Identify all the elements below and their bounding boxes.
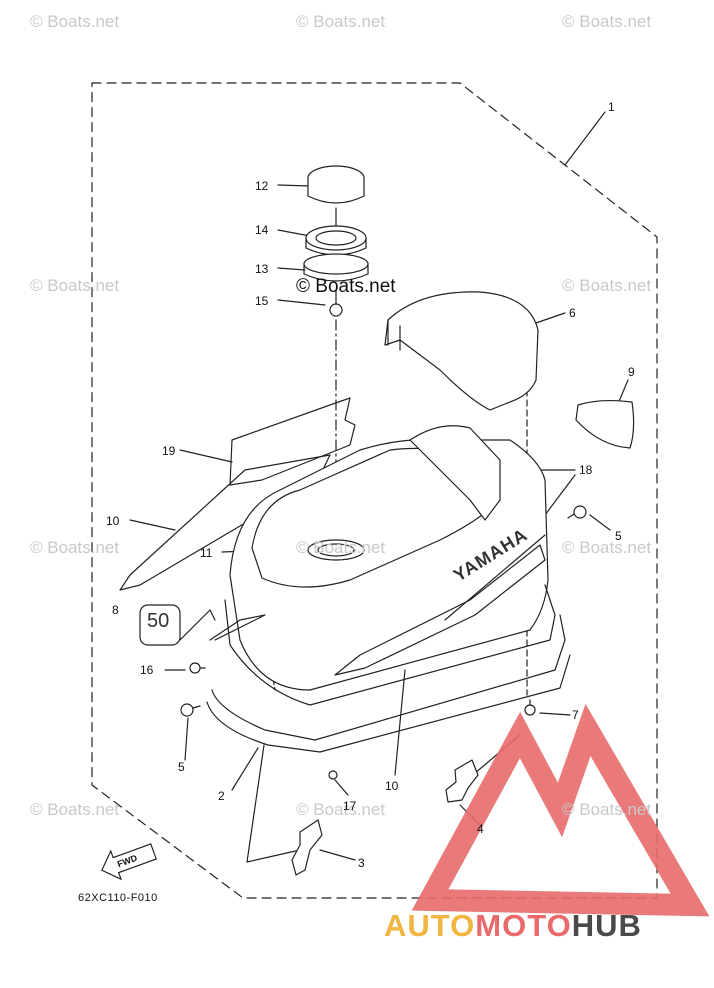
watermark: © Boats.net bbox=[30, 538, 120, 557]
callout-12: 12 bbox=[255, 179, 269, 193]
callout-9: 9 bbox=[628, 365, 635, 379]
callout-5: 5 bbox=[615, 529, 622, 543]
watermark: © Boats.net bbox=[30, 800, 120, 819]
callout-11: 11 bbox=[200, 546, 213, 560]
callout-19: 19 bbox=[162, 444, 176, 458]
watermark: © Boats.net bbox=[30, 276, 120, 295]
watermark: © Boats.net bbox=[296, 12, 386, 31]
watermark: © Boats.net bbox=[562, 800, 652, 819]
diagram-code: 62XC110-F010 bbox=[78, 892, 158, 904]
watermark: © Boats.net bbox=[562, 12, 652, 31]
brand-wordmark: AUTOMOTOHUB bbox=[384, 908, 642, 944]
callout-10: 10 bbox=[106, 514, 120, 528]
callout-4: 4 bbox=[477, 822, 484, 836]
callout-3: 3 bbox=[358, 856, 365, 870]
watermark: © Boats.net bbox=[296, 800, 386, 819]
watermark: © Boats.net bbox=[30, 12, 120, 31]
callout-10: 10 bbox=[385, 779, 399, 793]
callout-6: 6 bbox=[569, 306, 576, 320]
callout-14: 14 bbox=[255, 223, 269, 237]
watermark: © Boats.net bbox=[562, 276, 652, 295]
callout-2: 2 bbox=[218, 789, 225, 803]
hp-badge-label: 50 bbox=[147, 610, 170, 632]
callout-1: 1 bbox=[608, 100, 615, 114]
callout-7: 7 bbox=[572, 708, 579, 722]
callout-17: 17 bbox=[343, 799, 357, 813]
callout-8: 8 bbox=[112, 603, 119, 617]
watermark: © Boats.net bbox=[296, 538, 386, 557]
callout-16: 16 bbox=[140, 663, 154, 677]
bolt-16 bbox=[189, 662, 206, 674]
callout-5: 5 bbox=[178, 760, 185, 774]
brand-part-hub: HUB bbox=[571, 908, 642, 943]
brand-logo-icon bbox=[411, 703, 710, 917]
bolt-7 bbox=[524, 699, 536, 716]
bolt-5-left bbox=[180, 703, 201, 717]
watermark: © Boats.net bbox=[562, 538, 652, 557]
fwd-arrow bbox=[101, 843, 157, 881]
brand-part-auto: AUTO bbox=[384, 908, 476, 943]
watermark-center: © Boats.net bbox=[296, 276, 396, 297]
callout-15: 15 bbox=[255, 294, 269, 308]
bolt-5-right bbox=[567, 505, 587, 519]
callout-13: 13 bbox=[255, 262, 269, 276]
brand-part-moto: MOTO bbox=[475, 908, 572, 943]
callout-18: 18 bbox=[579, 463, 593, 477]
